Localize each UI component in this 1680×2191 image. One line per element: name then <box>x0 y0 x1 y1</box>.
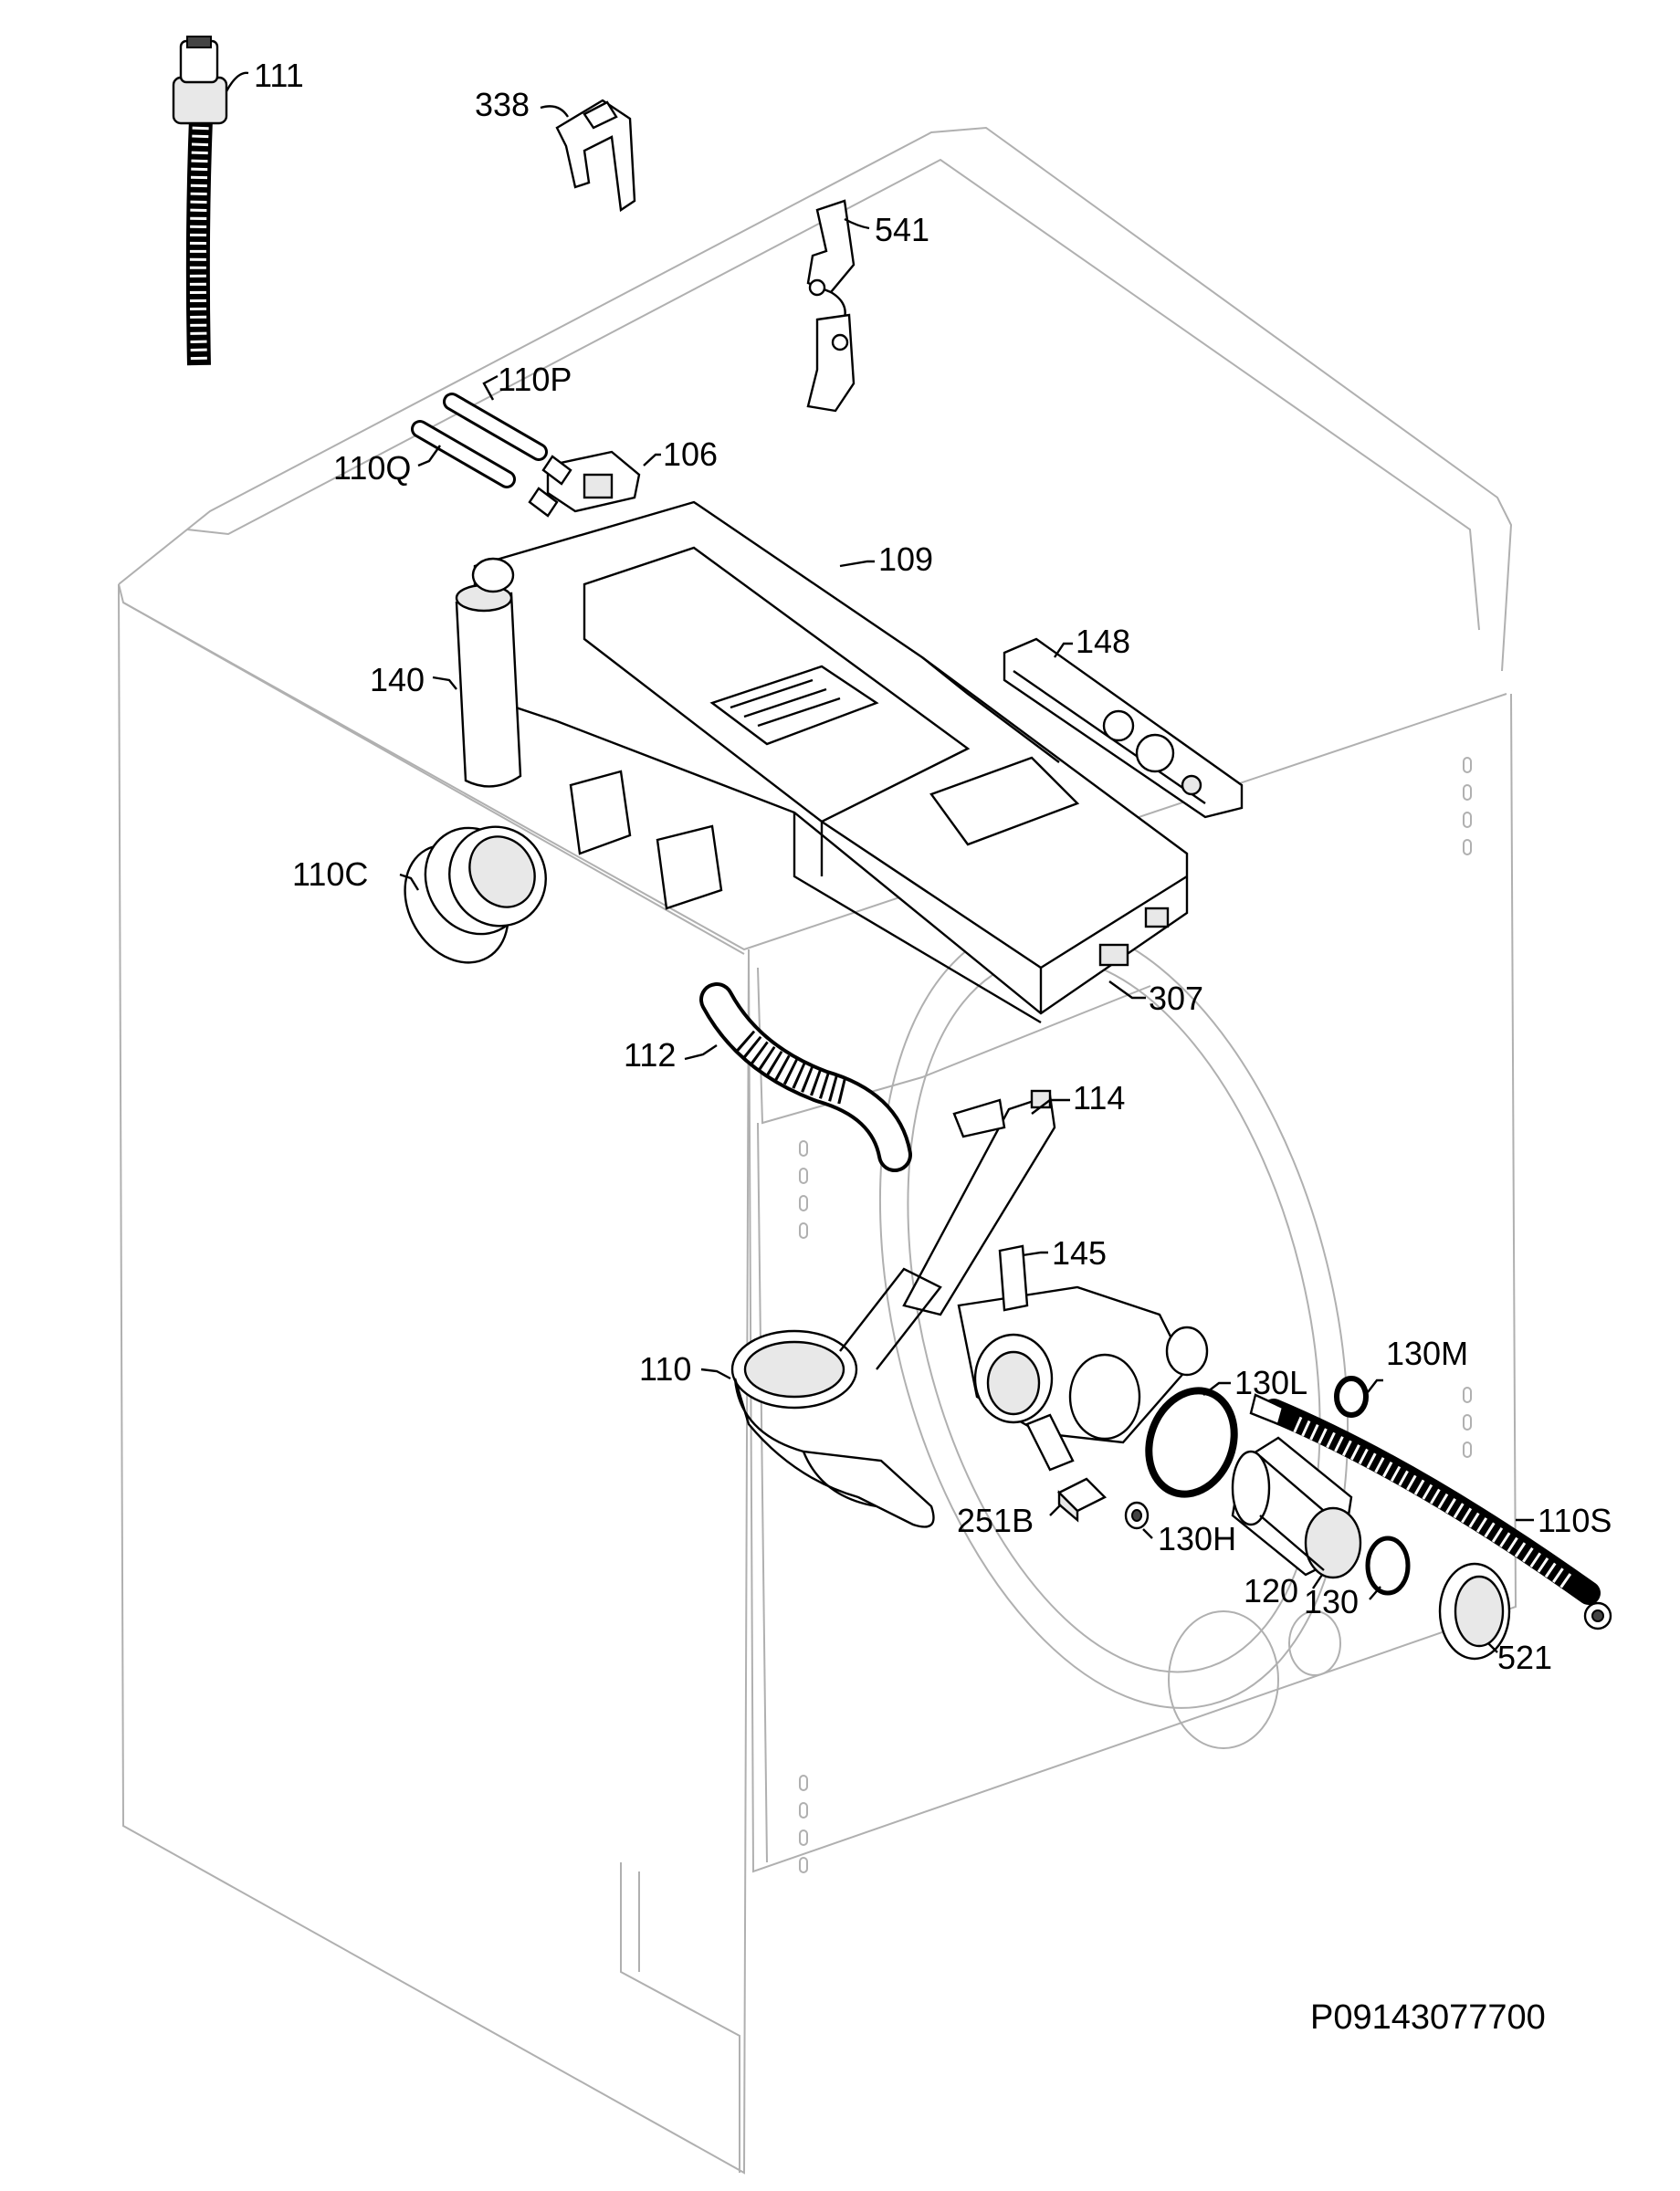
part-114-pipe <box>902 1089 1056 1316</box>
part-145-pump-housing <box>957 1244 1209 1472</box>
callout-521: 521 <box>1497 1639 1552 1676</box>
callout-130H: 130H <box>1158 1520 1236 1557</box>
callout-541: 541 <box>875 211 929 248</box>
part-130L-gasket <box>1145 1387 1238 1498</box>
callout-110: 110 <box>639 1350 691 1388</box>
callout-140: 140 <box>370 661 425 698</box>
callout-110S: 110S <box>1538 1502 1612 1539</box>
leader-lines <box>225 71 1534 1653</box>
callout-130: 130 <box>1304 1583 1359 1620</box>
part-110S-drain-hose <box>1249 1393 1612 1630</box>
part-110P-small-hose <box>443 393 548 461</box>
callout-111: 111 <box>254 57 304 94</box>
callout-110Q: 110Q <box>333 449 411 487</box>
callout-145: 145 <box>1052 1234 1107 1272</box>
callout-120: 120 <box>1244 1572 1298 1609</box>
callout-112: 112 <box>624 1036 676 1074</box>
part-109-dispenser-housing <box>473 500 1189 1024</box>
part-541-wiring-harness <box>806 199 856 413</box>
part-111-inlet-hose <box>172 36 228 366</box>
callout-148: 148 <box>1076 623 1130 660</box>
part-521-cap <box>1438 1562 1511 1661</box>
part-106-inlet-valve <box>528 450 641 518</box>
part-251B-block <box>1056 1477 1108 1523</box>
machine-cabinet-outline <box>118 126 1517 2175</box>
part-110C-bellows-hose <box>404 825 547 964</box>
part-130M-seal <box>1334 1376 1369 1418</box>
part-112-corrugated-hose <box>699 982 912 1172</box>
callout-109: 109 <box>878 540 933 578</box>
diagram-code: P09143077700 <box>1310 1998 1546 2037</box>
part-130H-plug <box>1124 1501 1150 1530</box>
vent-slots <box>799 757 1472 1873</box>
part-140-dispenser-pipe <box>455 557 522 788</box>
callout-338: 338 <box>475 86 530 123</box>
part-148-drawer-handle <box>1003 637 1244 819</box>
callout-251B: 251B <box>957 1502 1034 1539</box>
callout-106: 106 <box>663 435 718 473</box>
callout-110C: 110C <box>292 855 368 893</box>
part-338-hose-bracket <box>555 99 636 213</box>
part-130-o-ring <box>1365 1536 1411 1596</box>
callout-114: 114 <box>1073 1079 1125 1116</box>
callout-130L: 130L <box>1234 1364 1307 1401</box>
callout-labels: 111 338 541 110P 110Q 106 109 148 140 11… <box>254 57 1612 1676</box>
callout-130M: 130M <box>1386 1335 1468 1372</box>
part-110Q-small-hose <box>411 420 516 488</box>
callout-110P: 110P <box>498 361 572 398</box>
callout-307: 307 <box>1149 980 1203 1017</box>
part-110-sump-hose <box>730 1267 942 1528</box>
part-120-filter <box>1231 1436 1362 1579</box>
